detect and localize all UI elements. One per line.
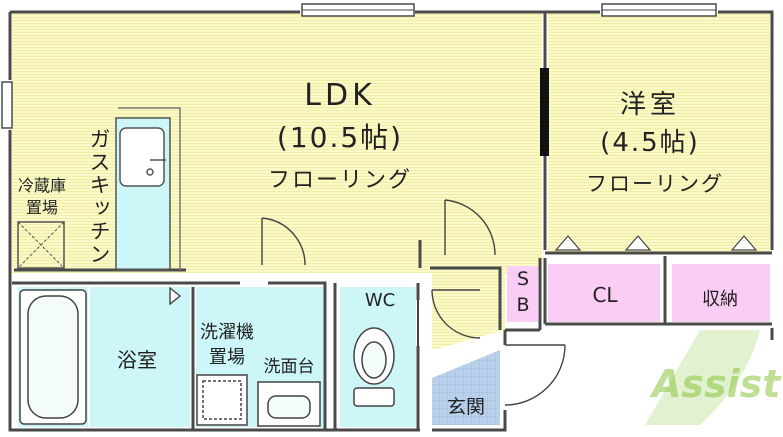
sb-label-2: B xyxy=(516,294,530,316)
ldk-size: (10.5帖) xyxy=(276,121,404,154)
laundry-label-2: 置場 xyxy=(209,347,245,368)
entrance-floor xyxy=(432,350,500,425)
walls xyxy=(8,10,774,432)
entrance-label: 玄関 xyxy=(446,396,485,418)
laundry-label-1: 洗濯機 xyxy=(200,322,254,343)
bath-label: 浴室 xyxy=(117,348,157,372)
fridge-label-1: 冷蔵庫 xyxy=(17,176,66,195)
storage-label: 収納 xyxy=(702,289,738,310)
fridge-label-2: 置場 xyxy=(25,198,58,217)
closet-label: CL xyxy=(592,283,618,307)
ldk-floor xyxy=(12,13,542,273)
bathtub xyxy=(19,289,87,425)
western-room-name: 洋室 xyxy=(619,90,680,120)
western-room-flooring: フローリング xyxy=(586,172,724,196)
kitchen-detail xyxy=(115,107,181,271)
toilet xyxy=(353,327,395,407)
fridge-spot xyxy=(17,221,65,269)
western-room-size: (4.5帖) xyxy=(600,128,700,158)
wc-label: WC xyxy=(364,290,396,311)
washbasin-label: 洗面台 xyxy=(263,357,315,377)
assist-logo-mark xyxy=(645,330,760,425)
closet-floor xyxy=(548,264,660,322)
sb-cabinet-floor xyxy=(507,266,538,322)
closet-markers xyxy=(554,235,758,251)
ldk-name: LDK xyxy=(304,78,376,113)
western-room-floor xyxy=(548,13,770,253)
ldk-flooring: フローリング xyxy=(267,168,412,193)
kitchen-label: ガスキッチン xyxy=(87,128,111,266)
assist-logo-text: Assist xyxy=(652,362,781,406)
laundry-detail xyxy=(196,374,321,427)
bath-floor xyxy=(90,287,190,427)
doors xyxy=(169,199,566,406)
sb-label-1: S xyxy=(516,268,530,290)
storage-floor xyxy=(672,264,770,322)
sliding-door-panel xyxy=(540,68,549,156)
hall-floor xyxy=(432,268,505,350)
windows xyxy=(1,3,717,156)
